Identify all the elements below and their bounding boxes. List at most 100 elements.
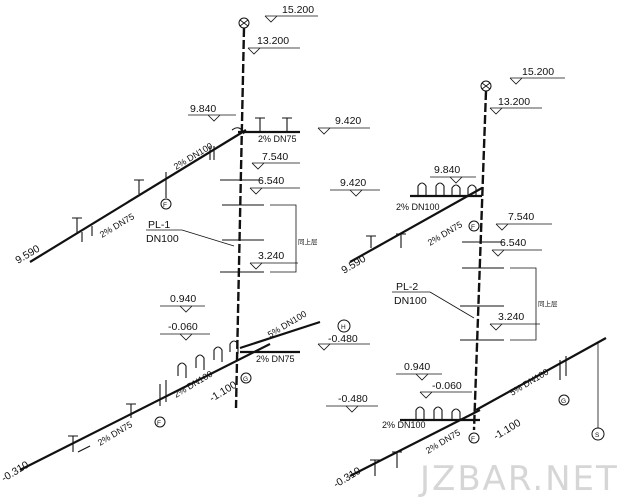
elevation-label: 9.590 [13, 243, 42, 267]
slope-label: 2% DN75 [426, 219, 464, 247]
pipe-label-size: DN100 [394, 295, 427, 307]
fixture-icon [126, 403, 136, 418]
riser-pipe-pl2 [472, 90, 488, 431]
fixture-icon [159, 380, 167, 406]
slope-label: 2% DN100 [396, 202, 440, 212]
slope-label: 2% DN100 [382, 420, 426, 430]
elevation-label: -1.100 [207, 379, 239, 405]
trap-icon [195, 354, 205, 370]
cleanout-marker [240, 372, 252, 384]
elevation-label: 9.420 [335, 115, 361, 127]
trap-icon [177, 362, 187, 378]
cleanout-marker [337, 319, 351, 333]
elevation-mark: 7.540 [251, 151, 300, 170]
marker-letter: F [157, 420, 161, 427]
marker-letter: S [595, 432, 600, 439]
marker-letter: H [341, 324, 346, 331]
elevation-label: 13.200 [498, 96, 530, 108]
elevation-mark: 3.240 [249, 250, 298, 270]
elevation-label: 6.540 [258, 175, 284, 187]
elevation-label: -0.480 [328, 333, 358, 345]
elevation-label: 9.840 [190, 103, 216, 115]
fixture-icon [366, 235, 376, 248]
right-system: 15.200 13.200 9.840 9.420 7.540 6.540 [326, 66, 607, 491]
floor-note: 同上层 [298, 237, 318, 246]
cleanout-marker [591, 427, 605, 441]
marker-letter: G [243, 376, 248, 383]
cleanout-marker [468, 220, 480, 232]
marker-letter: F [471, 224, 475, 231]
marker-letter: F [163, 202, 167, 209]
trap-icon [415, 406, 425, 420]
trap-icon [451, 408, 461, 420]
trap-icon [417, 182, 427, 196]
fixture-icon [209, 146, 215, 160]
trap-icon [451, 184, 461, 196]
elevation-label: 7.540 [262, 151, 288, 163]
cleanout-marker [154, 416, 166, 428]
fixture-icon [134, 179, 144, 194]
elevation-mark: 9.420 [317, 115, 370, 135]
fixture-icon [392, 451, 402, 468]
pipe-label-name: PL-2 [396, 281, 418, 293]
elevation-mark: -0.060 [419, 380, 472, 399]
pipe-label-name: PL-1 [148, 219, 170, 231]
elevation-label: -1.100 [491, 417, 523, 443]
slope-label: 2% DN75 [424, 427, 462, 455]
elevation-label: 0.940 [170, 293, 196, 305]
left-system: 15.200 13.200 9.840 9.420 7.540 6.540 [0, 4, 370, 485]
elevation-label: 9.590 [339, 253, 368, 277]
elevation-mark: 13.200 [247, 35, 300, 55]
elevation-mark: -0.060 [160, 321, 210, 341]
elevation-label: 3.240 [258, 250, 284, 262]
trap-icon [467, 184, 477, 196]
elevation-label: 9.420 [340, 177, 366, 189]
slope-label: 5% DN100 [508, 367, 550, 398]
marker-letter: G [561, 398, 566, 405]
pipe-label-size: DN100 [146, 233, 179, 245]
trap-icon [213, 346, 223, 362]
elevation-label: 7.540 [508, 211, 534, 223]
branch-pipe-right [475, 337, 607, 411]
marker-letter: F [471, 436, 475, 443]
elevation-label: -0.480 [338, 393, 368, 405]
trap-icon [435, 182, 445, 196]
elevation-label: 0.940 [404, 361, 430, 373]
branch-pipe-bottom [19, 343, 271, 471]
cleanout-marker [558, 394, 570, 406]
cleanout-marker [160, 198, 172, 210]
elevation-label: 3.240 [498, 311, 524, 323]
slope-label: 2% DN75 [98, 211, 136, 239]
fixture-icon [370, 459, 380, 476]
fixture-icon [68, 435, 78, 452]
trap-icon [433, 406, 443, 420]
elevation-mark: 6.540 [491, 237, 542, 257]
elevation-label: -0.060 [432, 380, 462, 392]
slope-label: 2% DN100 [172, 141, 214, 172]
elevation-label: 15.200 [522, 66, 554, 78]
elevation-label: -0.310 [0, 459, 31, 485]
elevation-mark: 15.200 [264, 4, 318, 23]
slope-label: 2% DN75 [256, 354, 295, 364]
elevation-mark: 3.240 [489, 311, 540, 331]
elevation-mark: -0.480 [317, 333, 370, 351]
elevation-mark: 9.840 [430, 164, 476, 184]
elevation-label: 13.200 [257, 35, 289, 47]
elevation-label: -0.310 [331, 465, 363, 491]
fixture-icon [255, 117, 265, 132]
trap-icon [229, 340, 239, 354]
elevation-mark: -0.480 [326, 393, 378, 413]
fixture-icon [396, 233, 406, 248]
slope-label: 5% DN100 [266, 309, 308, 340]
fixture-icon [559, 356, 567, 380]
riser-pipe-pl1 [234, 27, 246, 409]
elevation-mark: 0.940 [396, 361, 442, 381]
elevation-mark: 0.940 [160, 293, 205, 313]
fixture-icon [72, 217, 82, 234]
slope-label: 2% DN75 [258, 134, 297, 144]
elevation-mark: 7.540 [495, 211, 552, 231]
fixture-icon [282, 117, 292, 132]
elevation-mark: 6.540 [249, 175, 300, 195]
floor-note: 同上层 [538, 299, 558, 308]
